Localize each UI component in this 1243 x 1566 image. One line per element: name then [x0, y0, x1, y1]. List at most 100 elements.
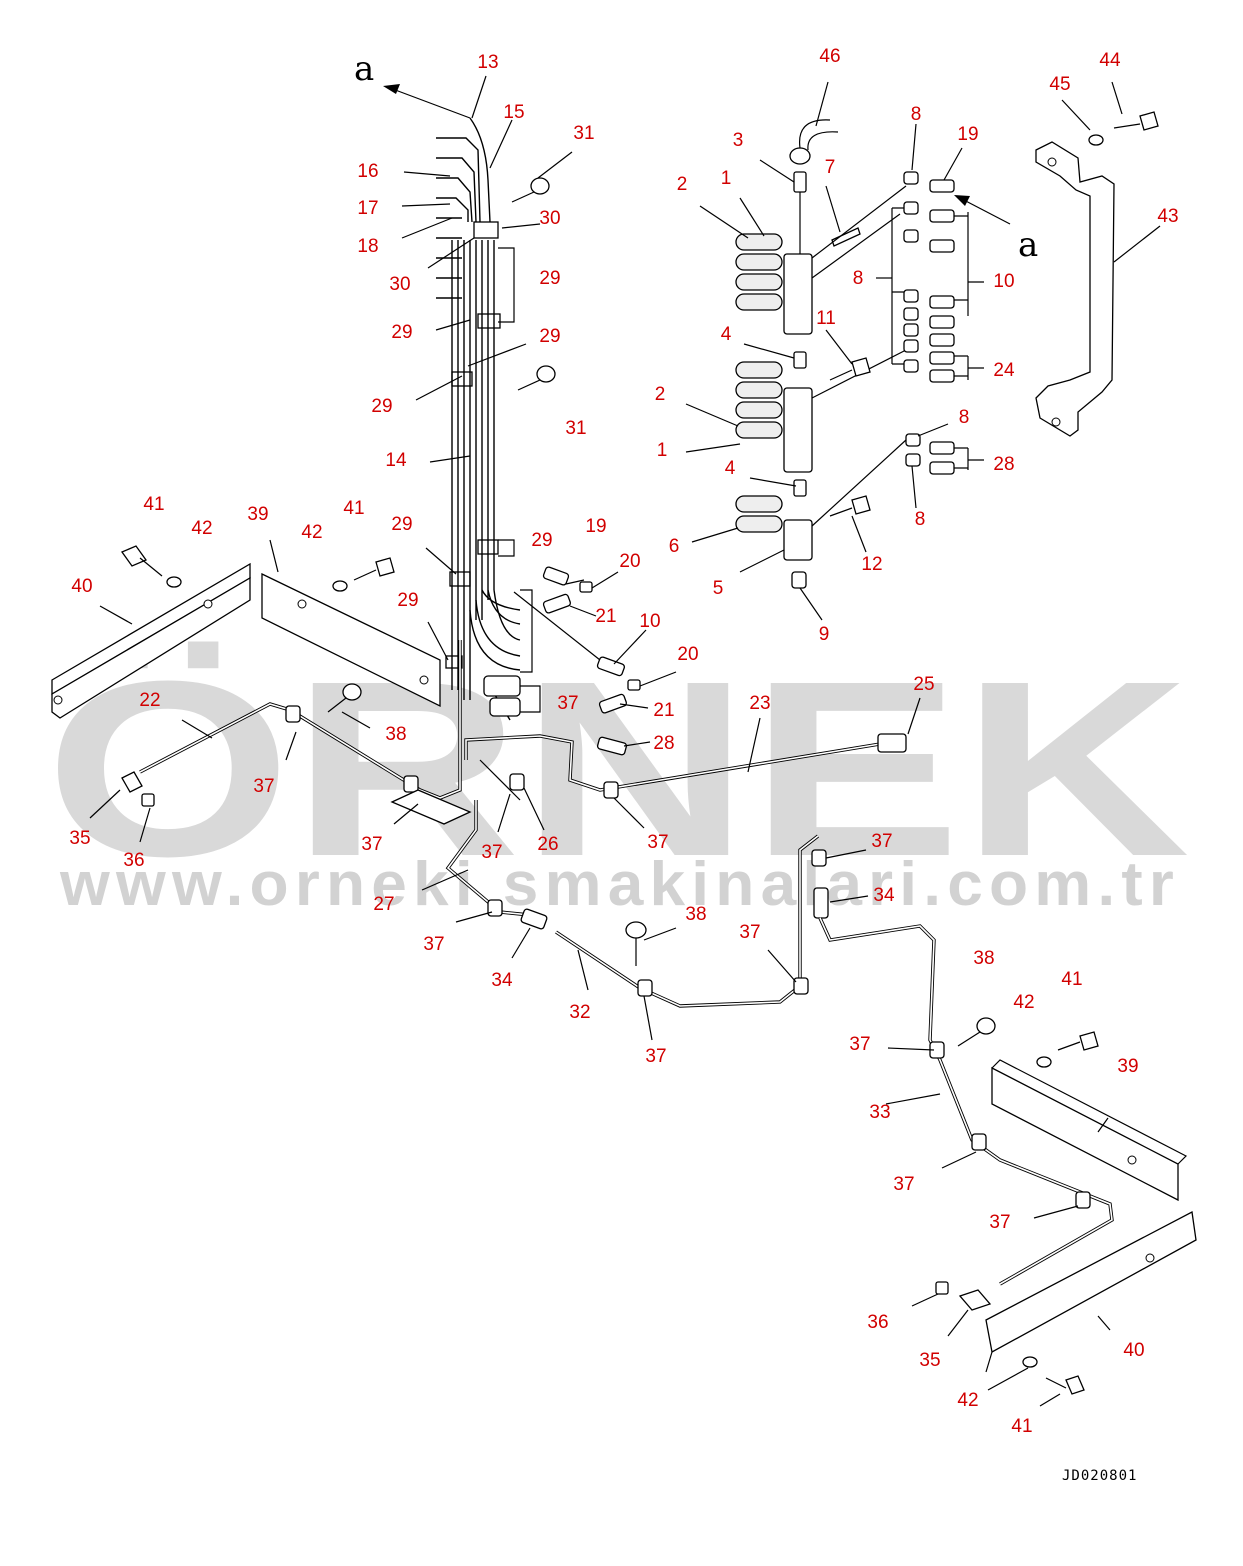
callout: 37 [893, 1174, 914, 1195]
callout: 42 [957, 1390, 978, 1411]
view-marker-a-left: a [354, 49, 374, 89]
callout: 43 [1157, 206, 1178, 227]
right-bracket-39 [991, 1059, 1188, 1202]
callout: 19 [585, 516, 606, 537]
callout: 29 [539, 268, 560, 289]
callout: 45 [1049, 74, 1070, 95]
callout: 40 [71, 576, 92, 597]
callout: 29 [397, 590, 418, 611]
callout: 42 [301, 522, 322, 543]
callout: 2 [655, 384, 666, 405]
callout: 44 [1099, 50, 1121, 71]
callout: 9 [819, 624, 830, 645]
callout: 6 [669, 536, 680, 557]
callout: 38 [685, 904, 706, 925]
callout: 14 [385, 450, 407, 471]
callout: 37 [989, 1212, 1010, 1233]
callout: 41 [343, 498, 364, 519]
callout: 24 [993, 360, 1015, 381]
callout: 20 [619, 551, 640, 572]
callout: 29 [531, 530, 552, 551]
callout: 13 [477, 52, 498, 73]
callout: 21 [595, 606, 616, 627]
callout: 2 [677, 174, 688, 195]
callout: 18 [357, 236, 378, 257]
callout: 35 [69, 828, 90, 849]
callout: 28 [653, 733, 674, 754]
callout: 29 [371, 396, 392, 417]
callout: 31 [573, 123, 594, 144]
callout: 5 [713, 578, 724, 599]
watermark-url: www.orneki smakinalari.com.tr [59, 850, 1180, 919]
callout: 29 [391, 322, 412, 343]
callout: 36 [867, 1312, 888, 1333]
callout: 37 [481, 842, 502, 863]
callout: 37 [849, 1034, 870, 1055]
bracket-43 [1035, 111, 1159, 437]
hose-bundle [383, 84, 541, 721]
callout: 23 [749, 693, 770, 714]
lower-pipes [445, 800, 1114, 1311]
callout: 28 [993, 454, 1014, 475]
callout: 37 [647, 832, 668, 853]
callout: 8 [959, 407, 970, 428]
callout: 26 [537, 834, 558, 855]
loose-fittings [513, 566, 641, 756]
view-marker-a-right: a [1018, 225, 1038, 265]
callout: 42 [1013, 992, 1034, 1013]
callout: 10 [993, 271, 1014, 292]
callout: 37 [253, 776, 274, 797]
callout: 1 [721, 168, 732, 189]
callout: 25 [913, 674, 934, 695]
callout: 1 [657, 440, 668, 461]
callout: 32 [569, 1002, 590, 1023]
callout: 10 [639, 611, 660, 632]
callout: 39 [247, 504, 268, 525]
callout: 22 [139, 690, 160, 711]
callout: 31 [565, 418, 586, 439]
callout: 39 [1117, 1056, 1138, 1077]
callout: 40 [1123, 1340, 1144, 1361]
callout: 16 [357, 161, 378, 182]
callout: 11 [816, 308, 836, 329]
callout: 41 [143, 494, 164, 515]
callout: 15 [503, 102, 524, 123]
callout: 30 [389, 274, 410, 295]
callout: 7 [825, 157, 836, 178]
callout: 27 [373, 894, 394, 915]
callout: 8 [853, 268, 864, 289]
drawing-code: JD020801 [1062, 1468, 1137, 1484]
left-bracket-39 [261, 572, 441, 708]
callout: 30 [539, 208, 560, 229]
left-bolts [121, 545, 395, 713]
callout: 33 [869, 1102, 890, 1123]
callout: 37 [871, 831, 892, 852]
callout: 37 [739, 922, 760, 943]
callout: 21 [653, 700, 674, 721]
callout: 36 [123, 850, 144, 871]
callout: 42 [191, 518, 212, 539]
callout: 37 [645, 1046, 666, 1067]
callout: 29 [539, 326, 560, 347]
callout: 37 [557, 693, 578, 714]
callout: 17 [357, 198, 378, 219]
callout: 41 [1061, 969, 1082, 990]
callout-labels: 13 15 31 16 17 30 18 30 29 29 29 29 14 3… [69, 46, 1178, 1437]
callout: 19 [957, 124, 978, 145]
callout: 35 [919, 1350, 940, 1371]
center-pipe-23 [464, 733, 907, 801]
callout: 46 [819, 46, 840, 67]
callout: 4 [721, 324, 732, 345]
callout: 34 [873, 885, 895, 906]
callout: 29 [391, 514, 412, 535]
leader-lines [89, 75, 1161, 1407]
bolts-31 [511, 177, 556, 391]
callout: 41 [1011, 1416, 1032, 1437]
callout: 8 [915, 509, 926, 530]
callout: 34 [491, 970, 513, 991]
distributor-assembly [735, 119, 1011, 589]
callout: 37 [423, 934, 444, 955]
callout: 8 [911, 104, 922, 125]
callout: 38 [973, 948, 994, 969]
